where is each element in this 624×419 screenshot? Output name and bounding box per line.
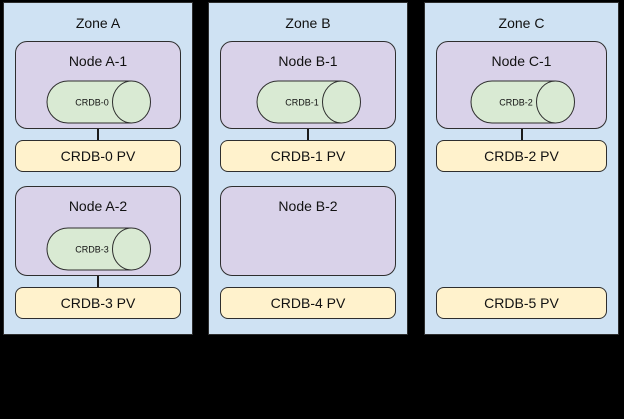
pv-box: CRDB-5 PV [436, 287, 607, 319]
pod-label: CRDB-3 [75, 245, 109, 255]
node-b-2: Node B-2 [220, 186, 396, 276]
pv-box: CRDB-0 PV [15, 140, 181, 172]
connector-line [97, 129, 99, 140]
zone-label: Zone B [285, 15, 331, 31]
zone-c: Zone C Node C-1 CRDB-2 CRDB-2 PV CRDB-5 … [424, 2, 619, 335]
node-c-1: Node C-1 CRDB-2 [436, 41, 607, 129]
node-label: Node B-1 [278, 53, 338, 69]
node-label: Node A-1 [68, 53, 128, 69]
pv-box: CRDB-4 PV [220, 287, 396, 319]
pod-cylinder-icon: CRDB-0 [46, 80, 151, 124]
connector-line [520, 129, 523, 140]
zone-a: Zone A Node A-1 CRDB-0 CRDB-0 PV Node A-… [3, 2, 193, 335]
pod-cylinder-icon: CRDB-2 [470, 80, 575, 124]
pv-box: CRDB-3 PV [15, 287, 181, 319]
pv-label: CRDB-3 PV [60, 295, 136, 311]
pv-box: CRDB-2 PV [436, 140, 607, 172]
node-label: Node B-2 [278, 198, 338, 214]
pv-label: CRDB-0 PV [60, 148, 136, 164]
node-a-2: Node A-2 CRDB-3 [15, 186, 181, 276]
pv-box: CRDB-1 PV [220, 140, 396, 172]
pv-label: CRDB-5 PV [484, 295, 559, 311]
pv-label: CRDB-2 PV [484, 148, 559, 164]
node-a-1: Node A-1 CRDB-0 [15, 41, 181, 129]
zone-label: Zone A [75, 15, 121, 31]
node-label: Node A-2 [68, 198, 128, 214]
pv-label: CRDB-1 PV [270, 148, 346, 164]
node-b-1: Node B-1 CRDB-1 [220, 41, 396, 129]
zone-label: Zone C [498, 15, 545, 31]
pod-label: CRDB-0 [75, 98, 109, 108]
connector-line [97, 276, 99, 287]
connector-line [307, 129, 309, 140]
pv-label: CRDB-4 PV [270, 295, 346, 311]
pod-cylinder-icon: CRDB-3 [46, 227, 151, 271]
node-label: Node C-1 [491, 53, 552, 69]
pod-cylinder-icon: CRDB-1 [256, 80, 361, 124]
pod-label: CRDB-1 [285, 98, 319, 108]
zone-b: Zone B Node B-1 CRDB-1 CRDB-1 PV Node B-… [208, 2, 408, 335]
pod-label: CRDB-2 [499, 98, 533, 108]
